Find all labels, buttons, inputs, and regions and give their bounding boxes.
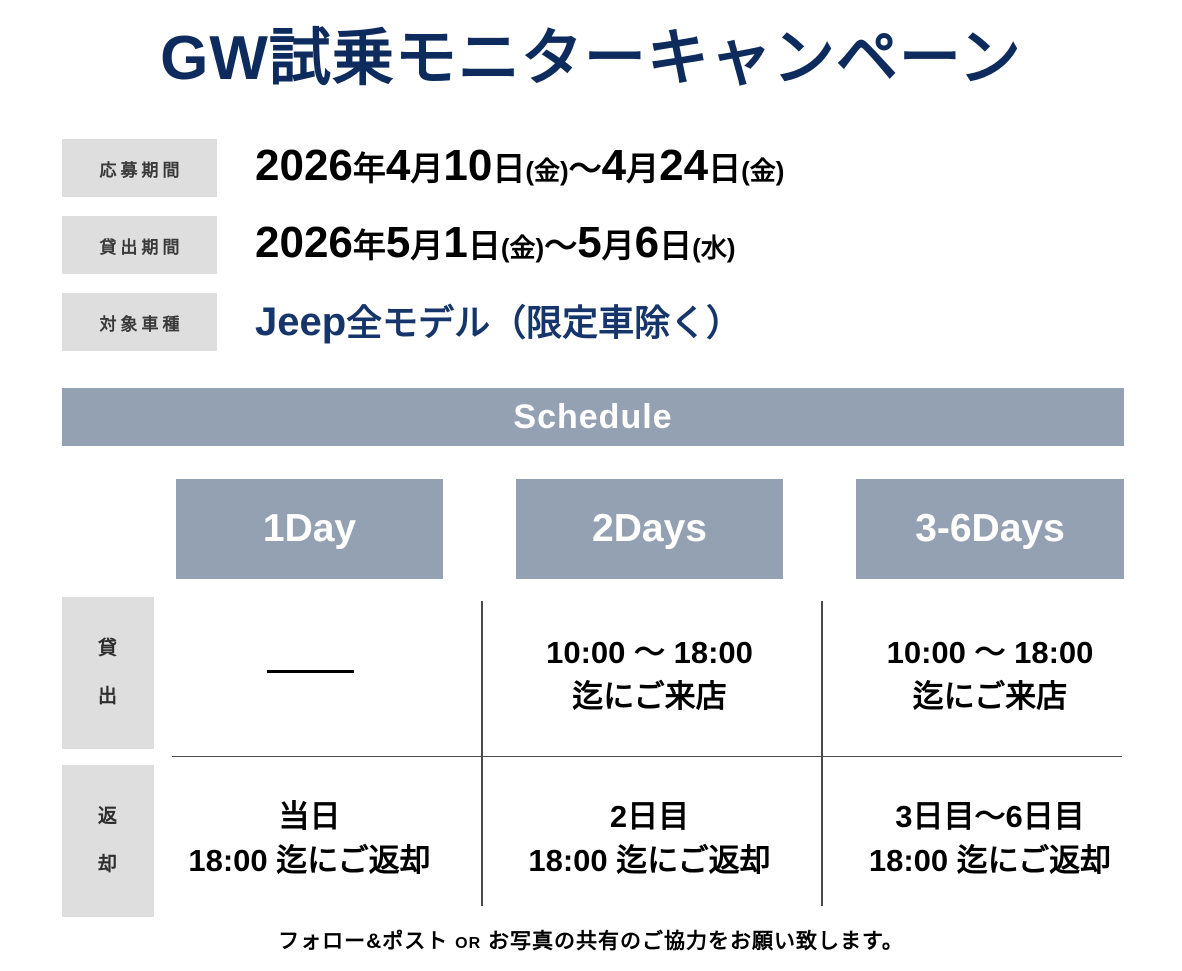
month2-number: 4 bbox=[601, 140, 627, 190]
schedule-cell-lending-2days: 10:00 〜 18:00 迄にご来店 bbox=[516, 631, 783, 719]
day2-weekday: (金) bbox=[741, 155, 785, 186]
schedule-cell-lending-1day-dash bbox=[267, 670, 354, 673]
day2-number: 6 bbox=[634, 217, 660, 267]
day2-number: 24 bbox=[659, 140, 709, 190]
page-title: GW試乗モニターキャンペーン bbox=[160, 24, 1022, 93]
schedule-banner: Schedule bbox=[62, 388, 1124, 446]
row-label-char: 却 bbox=[97, 854, 118, 875]
day2-unit: 日 bbox=[659, 226, 693, 264]
schedule-cell-return-2days: 2日目 18:00 迄にご返却 bbox=[516, 795, 783, 883]
info-value-target-models: Jeep全モデル（限定車除く） bbox=[255, 296, 742, 349]
cell-line-2: 迄にご来店 bbox=[572, 679, 727, 714]
day1-weekday: (金) bbox=[525, 155, 569, 186]
day1-weekday: (金) bbox=[500, 232, 545, 263]
cell-line-1: 10:00 〜 18:00 bbox=[546, 635, 753, 670]
year-number: 2026 bbox=[255, 217, 353, 267]
day1-unit: 日 bbox=[492, 149, 526, 187]
schedule-column-header-3-6days: 3-6Days bbox=[856, 479, 1124, 579]
footer-text-after: お写真の共有のご協力をお願い致します。 bbox=[481, 930, 904, 953]
schedule-cell-return-3-6days: 3日目〜6日目 18:00 迄にご返却 bbox=[856, 795, 1124, 883]
info-row-application-period: 応募期間 2026年4月10日(金)〜4月24日(金) bbox=[62, 139, 784, 197]
info-label-application-period: 応募期間 bbox=[62, 139, 217, 197]
footer-text-before: フォロー&ポスト bbox=[278, 930, 456, 953]
day1-number: 1 bbox=[443, 217, 468, 267]
year-unit: 年 bbox=[352, 149, 386, 187]
schedule-row-label-return: 返 却 bbox=[62, 765, 154, 917]
row-label-char: 出 bbox=[97, 686, 118, 707]
month2-number: 5 bbox=[577, 217, 602, 267]
info-row-lending-period: 貸出期間 2026年5月1日(金)〜5月6日(水) bbox=[62, 216, 735, 274]
cell-line-1: 10:00 〜 18:00 bbox=[886, 635, 1094, 670]
range-tilde: 〜 bbox=[544, 226, 578, 264]
info-row-target-models: 対象車種 Jeep全モデル（限定車除く） bbox=[62, 293, 742, 351]
cell-line-1: 3日目〜6日目 bbox=[895, 799, 1085, 834]
target-models-text: 全モデル（限定車除く） bbox=[346, 301, 743, 343]
table-vertical-divider bbox=[821, 601, 823, 906]
cell-line-1: 当日 bbox=[278, 799, 341, 834]
month1-number: 4 bbox=[385, 140, 411, 190]
month2-unit: 月 bbox=[626, 149, 660, 187]
schedule-column-header-1day: 1Day bbox=[176, 479, 443, 579]
brand-name: Jeep bbox=[255, 299, 347, 344]
year-number: 2026 bbox=[255, 140, 353, 190]
range-tilde: 〜 bbox=[568, 149, 602, 187]
day2-weekday: (水) bbox=[692, 232, 736, 263]
month2-unit: 月 bbox=[601, 226, 635, 264]
cell-line-2: 18:00 迄にご返却 bbox=[528, 843, 771, 878]
cell-line-2: 18:00 迄にご返却 bbox=[868, 843, 1112, 878]
cell-line-1: 2日目 bbox=[609, 799, 690, 834]
row-label-char: 返 bbox=[97, 806, 118, 827]
schedule-row-label-lending: 貸 出 bbox=[62, 597, 154, 749]
cell-line-2: 迄にご来店 bbox=[912, 679, 1068, 714]
row-label-char: 貸 bbox=[97, 638, 118, 659]
table-vertical-divider bbox=[481, 601, 483, 906]
info-value-lending-period: 2026年5月1日(金)〜5月6日(水) bbox=[255, 217, 735, 274]
footer-or-label: OR bbox=[455, 935, 482, 952]
info-label-target-models: 対象車種 bbox=[62, 293, 217, 351]
info-value-application-period: 2026年4月10日(金)〜4月24日(金) bbox=[255, 140, 784, 197]
month1-unit: 月 bbox=[410, 149, 444, 187]
day2-unit: 日 bbox=[708, 149, 742, 187]
info-label-lending-period: 貸出期間 bbox=[62, 216, 217, 274]
schedule-cell-lending-3-6days: 10:00 〜 18:00 迄にご来店 bbox=[856, 631, 1124, 719]
schedule-column-header-2days: 2Days bbox=[516, 479, 783, 579]
cell-line-2: 18:00 迄にご返却 bbox=[188, 843, 431, 878]
day1-unit: 日 bbox=[467, 226, 501, 264]
year-unit: 年 bbox=[352, 226, 386, 264]
schedule-cell-return-1day: 当日 18:00 迄にご返却 bbox=[176, 795, 443, 883]
month1-number: 5 bbox=[385, 217, 411, 267]
footer-note: フォロー&ポスト OR お写真の共有のご協力をお願い致します。 bbox=[0, 925, 1182, 955]
day1-number: 10 bbox=[443, 140, 493, 190]
table-horizontal-divider bbox=[172, 756, 1122, 757]
month1-unit: 月 bbox=[410, 226, 444, 264]
